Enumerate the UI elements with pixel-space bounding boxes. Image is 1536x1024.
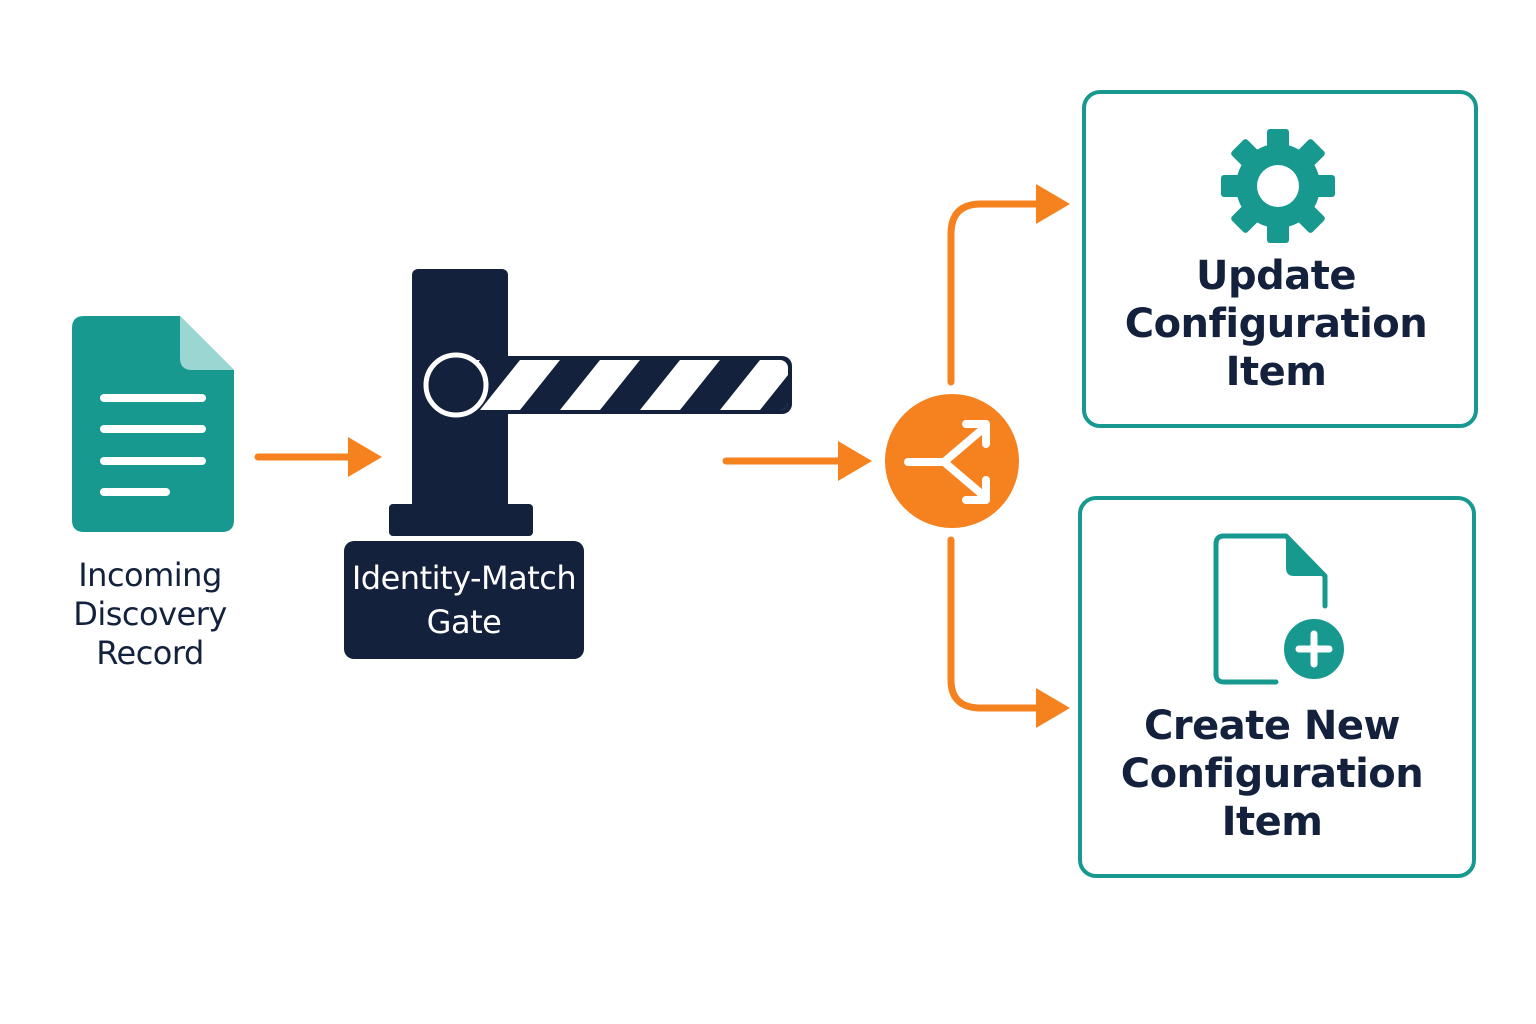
update-ci-label: Update Configuration Item [1086, 252, 1466, 396]
gear-icon [1221, 129, 1335, 243]
arrow-record-to-gate [254, 437, 382, 477]
record-label-line: Discovery [73, 595, 227, 633]
barrier-gate-icon [389, 269, 792, 536]
plus-icon [1295, 630, 1333, 668]
create-ci-box [1078, 496, 1476, 878]
create-ci-label: Create New Configuration Item [1082, 702, 1462, 846]
update-ci-label-line: Configuration [1124, 301, 1428, 347]
split-arrows-icon [885, 394, 1019, 528]
gate-label: Identity-Match Gate [344, 541, 584, 659]
record-label-line: Record [96, 634, 204, 672]
gate-label-line: Gate [426, 603, 502, 641]
gate-label-line: Identity-Match [351, 559, 577, 597]
arrow-decision-to-create [947, 536, 1070, 728]
update-ci-label-line: Item [1225, 349, 1327, 395]
create-ci-label-line: Item [1221, 799, 1323, 845]
gate-label-plate [344, 541, 584, 659]
record-label-line: Incoming [78, 556, 222, 594]
create-ci-label-line: Configuration [1120, 751, 1424, 797]
arrow-decision-to-update [947, 184, 1070, 386]
update-ci-label-line: Update [1196, 253, 1357, 299]
arrow-gate-to-decision [722, 441, 872, 481]
create-ci-label-line: Create New [1144, 703, 1400, 749]
document-icon [72, 316, 234, 532]
new-document-icon [1213, 533, 1348, 685]
record-label: Incoming Discovery Record [40, 556, 260, 673]
update-ci-box [1082, 90, 1478, 428]
